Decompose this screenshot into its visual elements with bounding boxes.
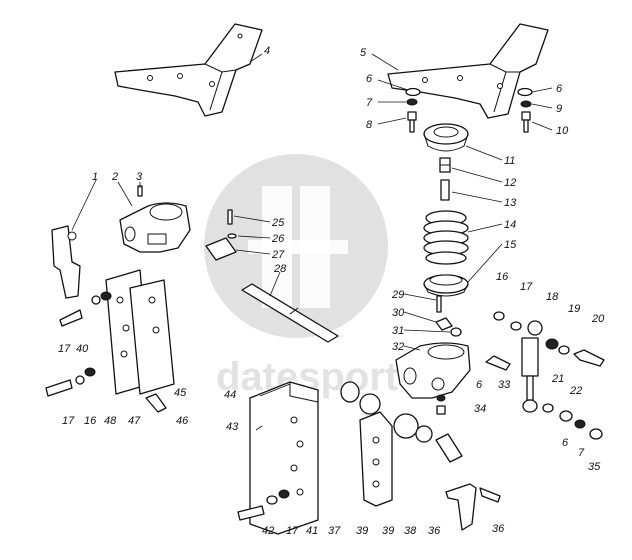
- callout-21: 21: [551, 373, 564, 385]
- callout-32: 34: [474, 403, 486, 415]
- callout-labels: 4 5 6 7 8 6 9 10 11 12 13 14 15 1 2 3 25…: [58, 45, 605, 537]
- callout-30: 32: [392, 341, 404, 353]
- callout-28: 30: [392, 307, 405, 319]
- arm-part-30: [395, 342, 471, 399]
- callout-26: 28: [273, 263, 287, 275]
- callout-16: 16: [84, 415, 97, 427]
- leader-lines: [71, 53, 553, 431]
- callout-6: 6: [476, 379, 483, 391]
- fasteners-upper: [405, 87, 533, 133]
- callout-10: 10: [556, 125, 569, 137]
- callout-20: 20: [591, 313, 605, 325]
- callout-6: 6: [562, 437, 569, 449]
- fasteners-shock: [485, 311, 605, 440]
- callout-35: 36: [428, 525, 441, 537]
- callout-17: 17: [286, 525, 299, 537]
- bushings-part-36-37: [340, 381, 433, 443]
- bracket-part-4: [114, 23, 263, 117]
- bolt-part-32: [436, 394, 446, 415]
- callout-34: 36: [492, 523, 505, 535]
- callout-41: 43: [226, 421, 239, 433]
- callout-6: 6: [556, 83, 563, 95]
- callout-31: 33: [498, 379, 511, 391]
- clamp-part-2: [119, 185, 191, 253]
- callout-19: 19: [568, 303, 580, 315]
- callout-23: 25: [271, 217, 285, 229]
- callout-18: 18: [546, 291, 559, 303]
- callout-46: 48: [104, 415, 117, 427]
- callout-12: 12: [504, 177, 516, 189]
- callout-1: 1: [92, 171, 98, 183]
- callout-42: 44: [224, 389, 236, 401]
- callout-43: 45: [174, 387, 187, 399]
- callout-27: 29: [391, 289, 404, 301]
- callout-33: 35: [588, 461, 601, 473]
- callout-17: 17: [58, 343, 71, 355]
- callout-17: 17: [62, 415, 75, 427]
- callout-6: 6: [366, 73, 373, 85]
- pin-nut-part-27-29: [435, 295, 462, 337]
- shock-absorber-part-18: [521, 320, 543, 413]
- callout-45: 47: [128, 415, 141, 427]
- callout-15: 15: [504, 239, 517, 251]
- callout-3: 3: [136, 171, 143, 183]
- callout-2: 2: [111, 171, 118, 183]
- bracket-part-34: [445, 483, 501, 531]
- callout-36: 38: [404, 525, 417, 537]
- callout-40: 42: [262, 525, 274, 537]
- callout-17: 17: [520, 281, 533, 293]
- callout-7: 7: [578, 447, 585, 459]
- callout-44: 46: [176, 415, 189, 427]
- callout-13: 13: [504, 197, 517, 209]
- plate-part-41-42: [249, 381, 319, 535]
- callout-24: 26: [271, 233, 285, 245]
- spring-seat-part-15: [423, 274, 469, 297]
- fasteners-23-25: [205, 209, 237, 261]
- callout-4: 4: [264, 45, 270, 57]
- callout-29: 31: [392, 325, 404, 337]
- callout-39: 40: [76, 343, 89, 355]
- bump-ring-part-11: [423, 123, 469, 152]
- fasteners-left: [45, 291, 167, 413]
- callout-11: 11: [504, 155, 515, 167]
- callout-8: 8: [366, 119, 373, 131]
- callout-25: 27: [271, 249, 285, 261]
- callout-37: 39: [382, 525, 394, 537]
- callout-14: 14: [504, 219, 516, 231]
- spring-part-14: [423, 210, 469, 265]
- callout-39: 41: [306, 525, 318, 537]
- watermark-logo: datesport: [204, 154, 398, 399]
- callout-36: 37: [328, 525, 341, 537]
- link-part-38: [359, 411, 393, 507]
- plates-part-43-45: [105, 269, 175, 395]
- stud-part-12-13: [439, 157, 451, 201]
- bar-part-26: [241, 283, 339, 343]
- callout-9: 9: [556, 103, 562, 115]
- fasteners-40: [237, 489, 290, 521]
- bolt-part-35: [435, 433, 463, 463]
- callout-5: 5: [360, 47, 367, 59]
- bracket-part-1: [51, 225, 81, 299]
- callout-16: 16: [496, 271, 509, 283]
- callout-7: 7: [366, 97, 373, 109]
- callout-38: 39: [356, 525, 368, 537]
- callout-22: 22: [569, 385, 582, 397]
